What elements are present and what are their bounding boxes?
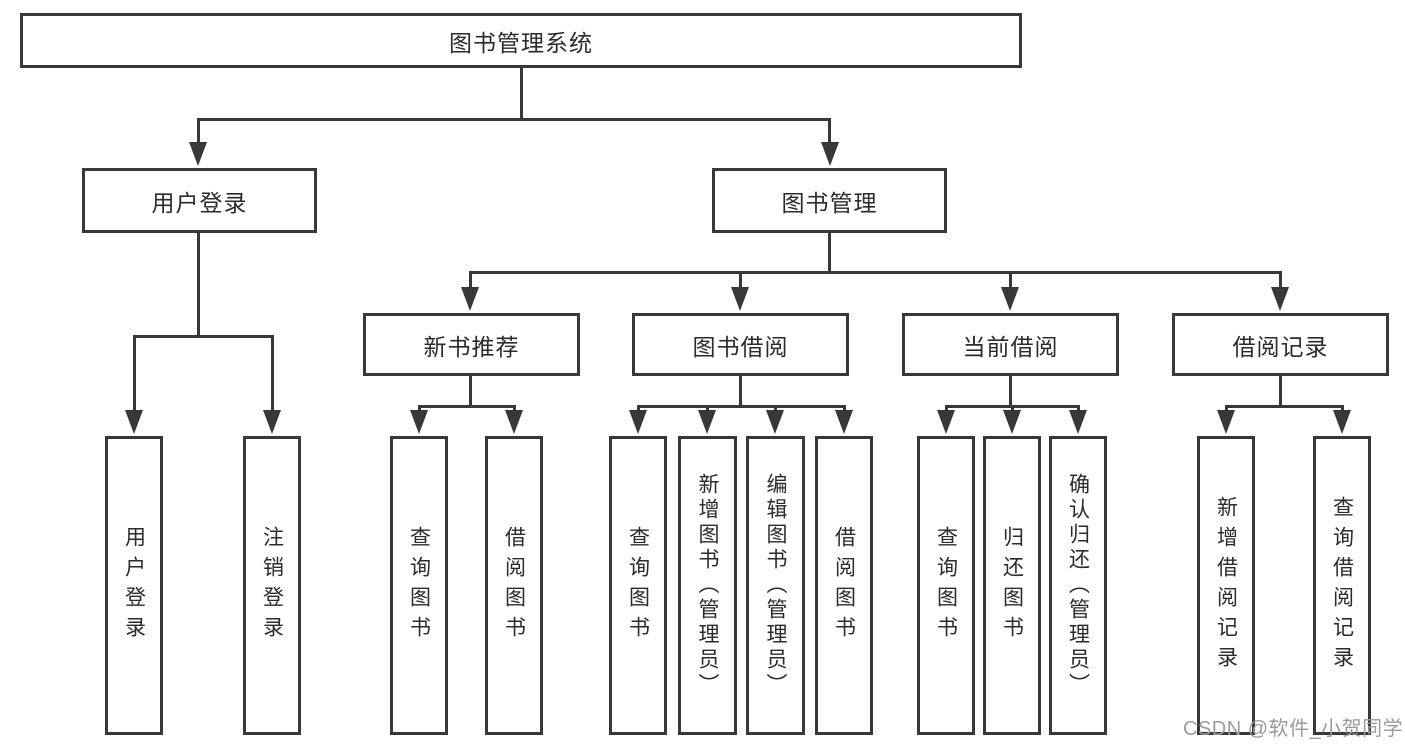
leaf-recommend-borrow-books: 借阅图书 xyxy=(485,436,543,735)
arrowhead-down-icon xyxy=(505,410,523,434)
leaf-current-query-books: 查询图书 xyxy=(917,436,975,735)
connector-drop xyxy=(1011,405,1014,413)
node-book-borrowing-label: 图书借阅 xyxy=(692,333,789,360)
leaf-label: 查询图书 xyxy=(934,525,958,646)
arrowhead-down-icon xyxy=(1069,410,1087,434)
connector-drop xyxy=(843,405,846,413)
arrowhead-down-icon xyxy=(1333,410,1351,434)
arrowhead-down-icon xyxy=(125,410,143,434)
connector-root-horizontal xyxy=(197,118,831,121)
node-new-book-recommend: 新书推荐 xyxy=(363,313,580,376)
connector-drop xyxy=(513,405,516,413)
node-book-borrowing: 图书借阅 xyxy=(632,313,849,376)
leaf-borrowing-add-books-admin: 新增图书（管理员） xyxy=(678,436,737,735)
connector-drop xyxy=(1225,405,1228,413)
node-user-login: 用户登录 xyxy=(82,168,317,233)
leaf-label: 借阅图书 xyxy=(502,525,526,646)
leaf-borrowing-query-books: 查询图书 xyxy=(609,436,667,735)
connector-drop xyxy=(945,405,948,413)
connector-book-mgmt-stem xyxy=(828,233,831,273)
connector-recommend-horizontal xyxy=(418,405,516,408)
connector-drop xyxy=(637,405,640,413)
node-user-login-label: 用户登录 xyxy=(151,189,248,216)
connector-drop xyxy=(774,405,777,413)
arrowhead-down-icon xyxy=(821,142,839,166)
connector-drop-new-book xyxy=(469,271,472,291)
arrowhead-down-icon xyxy=(835,410,853,434)
node-library-system: 图书管理系统 xyxy=(20,13,1022,68)
connector-current-stem xyxy=(1009,376,1012,408)
leaf-label: 查询图书 xyxy=(626,525,650,646)
arrowhead-down-icon xyxy=(1003,410,1021,434)
connector-records-horizontal xyxy=(1225,405,1343,408)
leaf-label: 新增图书（管理员） xyxy=(696,473,719,698)
connector-drop-user-login xyxy=(197,118,200,146)
connector-records-stem xyxy=(1279,376,1282,408)
leaf-logout-login: 注销登录 xyxy=(243,436,301,735)
arrowhead-down-icon xyxy=(766,410,784,434)
connector-drop-current-borrow xyxy=(1009,271,1012,291)
leaf-label: 归还图书 xyxy=(1000,525,1024,646)
connector-drop-book-mgmt xyxy=(828,118,831,146)
connector-drop-borrow-records xyxy=(1279,271,1282,291)
leaf-label: 注销登录 xyxy=(260,525,284,646)
connector-level3-horizontal xyxy=(469,271,1282,274)
leaf-label: 编辑图书（管理员） xyxy=(764,473,787,698)
watermark: CSDN @软件_小贺同学 xyxy=(1183,718,1404,740)
leaf-records-add-borrow-record: 新增借阅记录 xyxy=(1197,436,1255,735)
connector-user-login-horizontal xyxy=(133,335,274,338)
node-book-management-label: 图书管理 xyxy=(781,189,878,216)
leaf-borrowing-edit-books-admin: 编辑图书（管理员） xyxy=(746,436,805,735)
leaf-label: 确认归还（管理员） xyxy=(1066,473,1090,698)
arrowhead-down-icon xyxy=(410,410,428,434)
leaf-label: 查询图书 xyxy=(407,525,431,646)
node-borrowing-records: 借阅记录 xyxy=(1172,313,1389,376)
arrowhead-down-icon xyxy=(1271,287,1289,311)
connector-borrowing-horizontal xyxy=(637,405,845,408)
node-book-management: 图书管理 xyxy=(712,168,947,233)
node-new-book-recommend-label: 新书推荐 xyxy=(423,333,520,360)
node-borrowing-records-label: 借阅记录 xyxy=(1232,333,1329,360)
arrowhead-down-icon xyxy=(937,410,955,434)
connector-drop xyxy=(418,405,421,413)
leaf-label: 新增借阅记录 xyxy=(1214,495,1238,676)
arrowhead-down-icon xyxy=(189,142,207,166)
connector-drop xyxy=(1341,405,1344,413)
connector-drop xyxy=(706,405,709,413)
connector-root-stem xyxy=(520,67,523,121)
arrowhead-down-icon xyxy=(698,410,716,434)
node-current-borrowing: 当前借阅 xyxy=(902,313,1119,376)
connector-drop-leaf-logout xyxy=(271,335,274,412)
connector-drop xyxy=(1077,405,1080,413)
leaf-borrowing-borrow-books: 借阅图书 xyxy=(815,436,873,735)
leaf-recommend-query-books: 查询图书 xyxy=(390,436,448,735)
connector-borrowing-stem xyxy=(739,376,742,408)
leaf-label: 借阅图书 xyxy=(832,525,856,646)
connector-drop-leaf-user-login xyxy=(133,335,136,412)
arrowhead-down-icon xyxy=(629,410,647,434)
leaf-records-query-borrow-record: 查询借阅记录 xyxy=(1313,436,1371,735)
node-library-system-label: 图书管理系统 xyxy=(449,29,593,56)
leaf-label: 用户登录 xyxy=(122,525,146,646)
arrowhead-down-icon xyxy=(1001,287,1019,311)
node-current-borrowing-label: 当前借阅 xyxy=(962,333,1059,360)
connector-user-login-stem xyxy=(197,233,200,337)
leaf-current-return-books: 归还图书 xyxy=(983,436,1041,735)
arrowhead-down-icon xyxy=(461,287,479,311)
arrowhead-down-icon xyxy=(731,287,749,311)
arrowhead-down-icon xyxy=(263,410,281,434)
connector-drop-book-borrow xyxy=(739,271,742,291)
arrowhead-down-icon xyxy=(1217,410,1235,434)
connector-recommend-stem xyxy=(469,376,472,408)
leaf-user-login: 用户登录 xyxy=(105,436,163,735)
leaf-current-confirm-return-admin: 确认归还（管理员） xyxy=(1049,436,1107,735)
leaf-label: 查询借阅记录 xyxy=(1330,495,1354,676)
